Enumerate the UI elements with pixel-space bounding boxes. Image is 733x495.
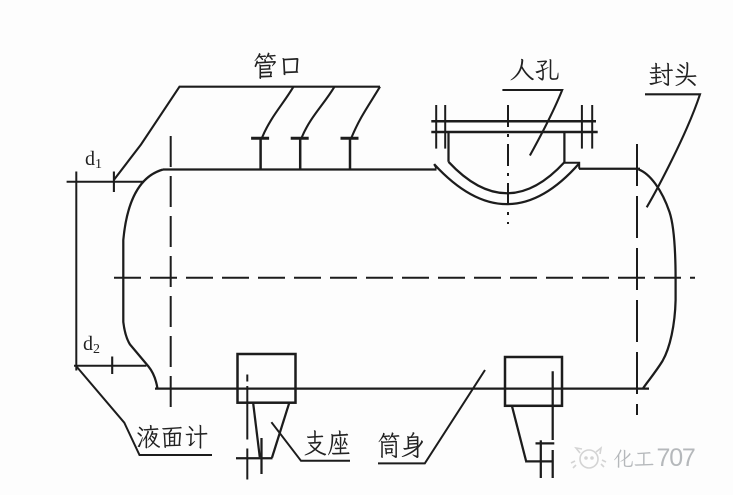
svg-text:d2: d2 bbox=[83, 333, 100, 357]
svg-text:d1: d1 bbox=[85, 148, 102, 172]
svg-text:707: 707 bbox=[657, 444, 695, 472]
